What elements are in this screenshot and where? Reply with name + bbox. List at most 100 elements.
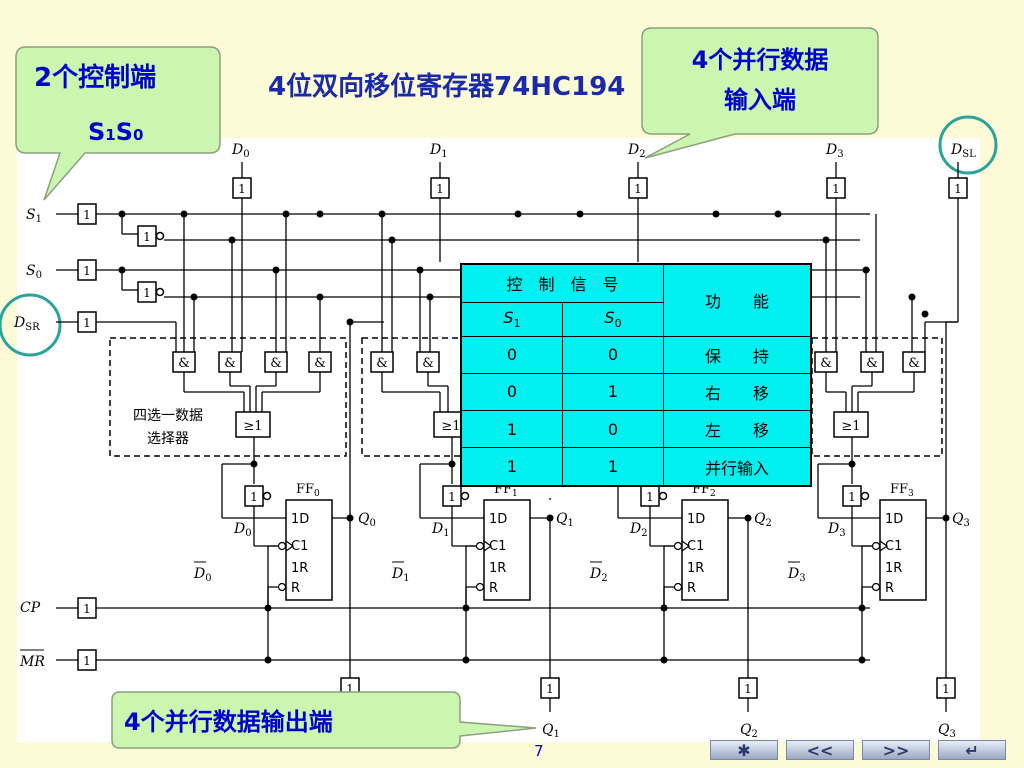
and-gate-label: & xyxy=(224,356,236,371)
ff-d-bar-label: D2 xyxy=(589,566,608,584)
dsr-buffer-label: 1 xyxy=(83,316,91,330)
s0-buffer-label: 1 xyxy=(83,264,91,278)
cp-buffer: 1 xyxy=(77,597,97,619)
clock-edge-mark xyxy=(285,540,295,552)
page-number: 7 xyxy=(534,742,544,760)
flip-flop-pin-c: C1 xyxy=(291,539,308,554)
dsr-buffer: 1 xyxy=(77,311,97,333)
and-gate: & xyxy=(860,351,884,373)
ff-d-label: D1 xyxy=(431,521,450,539)
mux-region-0 xyxy=(109,337,347,457)
callout-parallel-inputs: 4个并行数据 输入端 xyxy=(641,27,879,159)
and-gate-label: & xyxy=(314,356,326,371)
data-input-buffer-label: 1 xyxy=(832,182,840,196)
callout-parallel-in-line2: 输入端 xyxy=(724,86,796,114)
and-gate: & xyxy=(308,351,332,373)
and-gate: & xyxy=(370,351,394,373)
clock-bubble xyxy=(871,541,881,551)
dsl-buffer-label: 1 xyxy=(954,182,962,196)
flip-flop-pin-c: C1 xyxy=(885,539,902,554)
table-cell-s1: 1 xyxy=(460,410,563,449)
data-input-label: D2 xyxy=(627,142,646,160)
s0-inverter: 1 xyxy=(137,281,165,303)
mr-buffer: 1 xyxy=(77,649,97,671)
nav-return-button[interactable]: ↵ xyxy=(938,740,1006,760)
table-cell-s0: 0 xyxy=(562,410,664,449)
dsl-label: DSL xyxy=(950,142,976,160)
flip-flop-pin-r: 1R xyxy=(489,561,506,576)
dsr-label: DSR xyxy=(13,315,40,333)
and-gate-label: & xyxy=(178,356,190,371)
q-output-label: Q1 xyxy=(556,511,574,529)
data-input-buffer-label: 1 xyxy=(238,182,246,196)
and-gate-label: & xyxy=(866,356,878,371)
cp-buffer-label: 1 xyxy=(83,602,91,616)
nav-home-button[interactable]: ✱ xyxy=(710,740,778,760)
data-input-label: D1 xyxy=(429,142,448,160)
ff-input-buffer-bubble xyxy=(262,491,272,501)
flip-flops: FF01DC11RRQ0D0D0FF11DC11RRQ1D1D1FF21DC11… xyxy=(193,482,970,601)
flip-flop-pin-r: 1R xyxy=(687,561,704,576)
and-gate-body xyxy=(416,351,440,373)
mux-label-line1: 四选一数据 xyxy=(133,408,203,424)
ff-input-buffer-bubble xyxy=(460,491,470,501)
clock-bubble xyxy=(673,541,683,551)
output-buffer-label: 1 xyxy=(346,682,354,696)
table-header-function: 功 能 xyxy=(663,263,812,337)
and-gate: & xyxy=(218,351,242,373)
output-label: Q1 xyxy=(542,722,560,740)
dsl-buffer-body xyxy=(948,177,968,199)
or-gate: ≥1 xyxy=(235,411,271,438)
s0-inverter-bubble xyxy=(155,287,165,297)
data-input-buffer: 1 xyxy=(628,177,648,199)
s0-buffer: 1 xyxy=(77,259,97,281)
ff-d-label: D2 xyxy=(629,521,648,539)
q-output-label: Q2 xyxy=(754,511,772,529)
and-gate-body xyxy=(860,351,884,373)
clock-edge-mark xyxy=(879,540,889,552)
s0-label: S0 xyxy=(26,263,42,281)
and-gate-body xyxy=(902,351,926,373)
output-buffer: 1 xyxy=(936,677,956,699)
mux-region-3 xyxy=(811,337,943,457)
s1-inverter-label: 1 xyxy=(143,230,151,244)
and-gate: & xyxy=(814,351,838,373)
data-input-buffer-body xyxy=(826,177,846,199)
mr-buffer-body xyxy=(77,649,97,671)
flip-flop-body xyxy=(285,499,333,601)
output-buffer: 1 xyxy=(738,677,758,699)
and-gate-label: & xyxy=(908,356,920,371)
dsr-highlight-ring xyxy=(0,293,62,357)
ff-input-buffer-label: 1 xyxy=(250,490,258,504)
flip-flop-pin-d: 1D xyxy=(687,512,705,527)
data-input-buffer-body xyxy=(232,177,252,199)
s1-label: S1 xyxy=(26,207,42,225)
s1-inverter-bubble xyxy=(155,231,165,241)
ff-input-buffer-bubble xyxy=(658,491,668,501)
nav-prev-button[interactable]: << xyxy=(786,740,854,760)
flip-flop-pin-rb: R xyxy=(885,581,894,596)
ff-d-label: D3 xyxy=(827,521,846,539)
mux-region-1 xyxy=(361,337,463,457)
or-gate-body xyxy=(833,411,869,438)
table-cell-s0: 0 xyxy=(562,335,664,374)
data-input-buffer: 1 xyxy=(826,177,846,199)
and-gate: & xyxy=(902,351,926,373)
output-buffer-body xyxy=(738,677,758,699)
flip-flop-pin-r: 1R xyxy=(885,561,902,576)
s1-buffer-body xyxy=(77,203,97,225)
nav-next-button[interactable]: >> xyxy=(862,740,930,760)
flip-flop-label: FF3 xyxy=(890,482,914,499)
cp-label: CP xyxy=(20,600,41,616)
and-gate-body xyxy=(218,351,242,373)
and-gate-label: & xyxy=(820,356,832,371)
callout-parallel-out: 4个并行数据输出端 xyxy=(124,708,333,736)
reset-bubble xyxy=(673,582,683,592)
